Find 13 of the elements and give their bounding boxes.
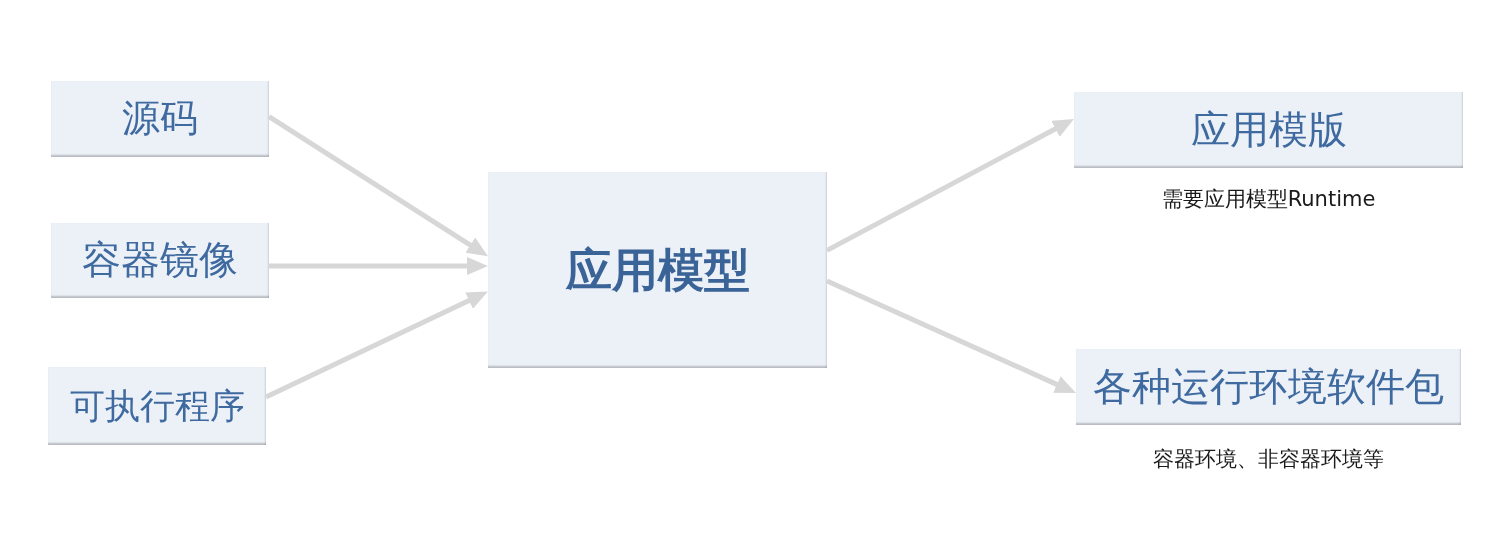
caption-text: 容器环境、非容器环境等 bbox=[1153, 447, 1384, 473]
caption-text: 需要应用模型Runtime bbox=[1161, 187, 1376, 213]
node-text: 源码 bbox=[122, 97, 198, 141]
node-text: 各种运行环境软件包 bbox=[1093, 364, 1444, 410]
arrow bbox=[269, 257, 488, 276]
process-box bbox=[51, 81, 269, 157]
process-box bbox=[488, 172, 827, 368]
node-text: 应用模版 bbox=[1190, 107, 1347, 153]
process-box bbox=[51, 223, 269, 298]
process-box bbox=[48, 367, 266, 445]
node-text: 可执行程序 bbox=[69, 385, 245, 427]
node-text: 应用模型 bbox=[565, 243, 750, 297]
node-text: 容器镜像 bbox=[82, 238, 238, 283]
